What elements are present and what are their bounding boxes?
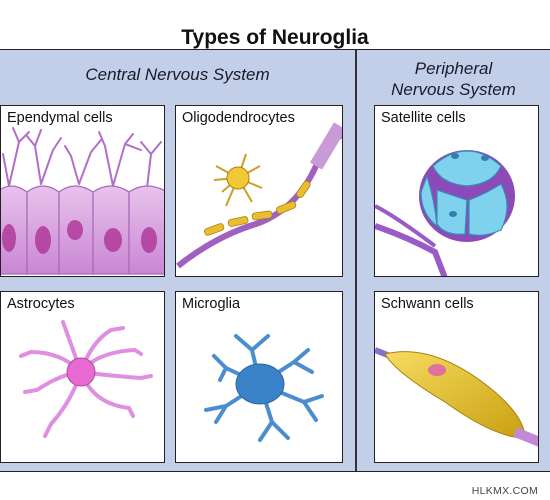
oligodendrocyte-illustration xyxy=(176,122,342,269)
ependymal-cells-illustration xyxy=(1,127,164,275)
oligodendrocytes-label: Oligodendrocytes xyxy=(182,110,295,126)
ependymal-cells-label: Ependymal cells xyxy=(7,110,113,126)
cns-section-title: Central Nervous System xyxy=(85,65,270,84)
diagram-title: Types of Neuroglia xyxy=(0,26,550,50)
panel-ependymal-cells: Ependymal cells xyxy=(0,105,165,277)
pns-title-line1: Peripheral xyxy=(414,59,493,78)
schwann-cell-illustration xyxy=(375,347,538,447)
astrocytes-label: Astrocytes xyxy=(7,296,75,312)
panel-astrocytes: Astrocytes xyxy=(0,291,165,463)
microglia-illustration xyxy=(204,334,324,442)
panel-schwann-cells: Schwann cells xyxy=(374,291,539,463)
pns-section-title: Peripheral Nervous System xyxy=(357,58,550,100)
astrocyte-illustration xyxy=(19,320,153,438)
section-divider xyxy=(355,50,357,471)
microglia-label: Microglia xyxy=(182,296,241,312)
panel-satellite-cells: Satellite cells xyxy=(374,105,539,277)
schwann-cells-label: Schwann cells xyxy=(381,296,474,312)
satellite-cells-label: Satellite cells xyxy=(381,110,466,126)
watermark: HLKMX.COM xyxy=(471,485,538,497)
satellite-cells-illustration xyxy=(375,150,515,276)
panel-microglia: Microglia xyxy=(175,291,343,463)
pns-title-line2: Nervous System xyxy=(391,80,516,99)
panel-oligodendrocytes: Oligodendrocytes xyxy=(175,105,343,277)
